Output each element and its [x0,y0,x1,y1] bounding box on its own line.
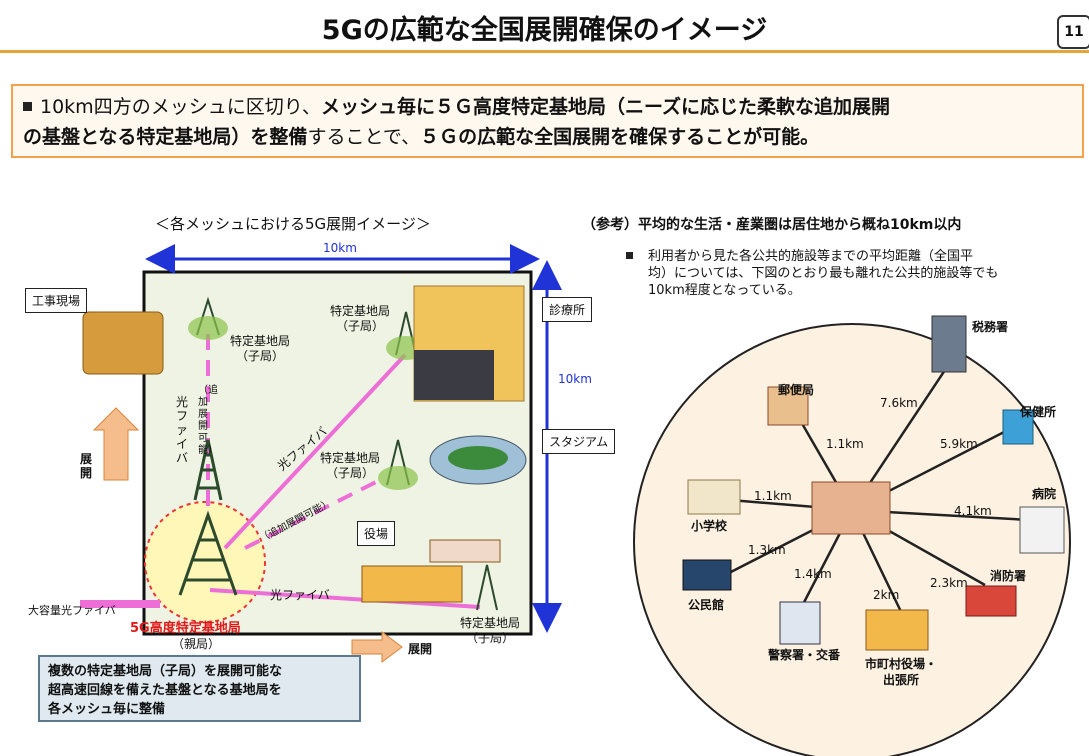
width-label: 10km [323,241,357,255]
child-station-3: 特定基地局（子局） [310,451,390,481]
summary-text-3: の基盤となる特定基地局）を整備 [23,126,308,148]
expand-up-arrow [92,407,140,481]
facility-post-office: 郵便局 [778,383,815,397]
stadium-field [448,446,508,470]
parent-station-label: 5G高度特定基地局 [130,621,241,636]
square-bullet-icon [23,102,32,111]
child-station-4-sub: （子局） [465,631,514,645]
child-station-3-sub: （子局） [325,466,374,480]
facility-police: 警察署・交番 [768,648,841,662]
distance-post-office: 1.1km [826,437,864,451]
mesh-diagram-title: ＜各メッシュにおける5G展開イメージ＞ [155,215,431,233]
child-station-3-label: 特定基地局 [319,451,380,465]
summary-text-4: することで、 [307,126,421,148]
distance-fire-station: 2.3km [930,576,968,590]
note-bullet-icon [626,252,633,259]
facility-city-hall-line1: 市町村役場・ [864,657,937,671]
child-station-4: 特定基地局（子局） [450,616,530,646]
expand-horizontal-label: 展開 [408,642,433,656]
health-center-image [1002,409,1034,445]
height-label: 10km [558,372,592,386]
construction-machines-image [82,311,164,375]
facility-hospital: 病院 [1032,487,1057,501]
distance-hospital: 4.1km [954,504,992,518]
fiber-to-clinic [223,353,407,550]
facility-school: 小学校 [691,519,728,533]
callout-line-2: 超高速回線を備えた基盤となる基地局を [48,683,282,698]
police-image [779,601,821,645]
callout-line-1: 複数の特定基地局（子局）を展開可能な [48,664,283,679]
summary-text-2: メッシュ毎に５Ｇ高度特定基地局（ニーズに応じた柔軟な追加展開 [320,96,890,118]
parent-station-sub: （親局） [172,637,221,651]
child-station-4-label: 特定基地局 [459,616,520,630]
post-office-image [767,386,809,426]
note-line-3: 10km程度となっている。 [648,283,801,298]
facility-city-hall-line2: 出張所 [882,673,919,687]
facility-community-hall: 公民館 [688,598,725,612]
hospital-image [1019,506,1065,554]
fiber-label-horizontal: 光ファイバ [270,588,330,602]
facility-city-hall: 市町村役場・出張所 [862,656,940,688]
page-title: 5Gの広範な全国展開確保のイメージ [321,15,768,46]
summary-box: 10km四方のメッシュに区切り、メッシュ毎に５Ｇ高度特定基地局（ニーズに応じた柔… [11,84,1084,158]
additional-note-vertical: （追加展開可能） [198,385,218,456]
coverage-ellipse [378,466,418,490]
expand-vertical-label: 展開 [80,452,93,480]
child-station-2-sub: （子局） [335,319,384,333]
tower-mast [476,564,498,611]
title-underline [0,50,1089,53]
child-station-1: 特定基地局（子局） [220,334,300,364]
fiber-to-townhall [209,588,481,609]
city-hall-image [865,609,929,651]
distance-police: 1.4km [794,567,832,581]
expand-right-arrow [351,631,403,663]
fire-station-image [965,585,1017,617]
summary-text-1: 10km四方のメッシュに区切り、 [40,96,321,118]
child-station-1-label: 特定基地局 [229,334,290,348]
living-area-circle [633,323,1071,756]
reference-title: （参考）平均的な生活・産業圏は居住地から概ね10km以内 [582,217,962,233]
note-line-1: 利用者から見た各公共的施設等までの平均距離（全国平 [648,249,974,264]
town-hall-image [361,565,463,603]
houses-image [429,539,501,563]
construction-site-label: 工事現場 [25,288,88,313]
summary-text-5: ５Ｇの広範な全国展開を確保することが可能。 [420,126,820,148]
clinic-label: 診療所 [542,297,593,322]
tax-office-image [931,315,967,373]
distance-tax-office: 7.6km [880,396,918,410]
note-line-2: 均）については、下図のとおり最も離れた公共的施設等でも [648,266,999,281]
stadium-label: スタジアム [542,429,616,454]
facility-health-center: 保健所 [1020,405,1057,419]
page-number-badge: 11 [1057,15,1089,49]
facility-fire-station: 消防署 [990,569,1027,583]
parent-station-callout: 複数の特定基地局（子局）を展開可能な 超高速回線を備えた基盤となる基地局を 各メ… [38,655,361,722]
facility-tax-office: 税務署 [972,320,1009,334]
coverage-ellipse [188,316,228,340]
child-station-1-sub: （子局） [235,349,284,363]
tower-mast [193,439,223,501]
town-hall-label: 役場 [357,521,396,546]
distance-school: 1.1km [754,489,792,503]
community-hall-image [682,559,732,591]
school-image [687,479,741,515]
callout-line-3: 各メッシュ毎に整備 [48,702,166,717]
distance-city-hall: 2km [873,588,900,602]
tower-mast [178,510,238,596]
child-station-2-label: 特定基地局 [329,304,390,318]
distance-health-center: 5.9km [940,437,978,451]
large-fiber-label: 大容量光ファイバ [28,604,116,617]
residence-image [811,481,891,535]
child-station-2: 特定基地局（子局） [320,304,400,334]
reference-note: 利用者から見た各公共的施設等までの平均距離（全国平 均）については、下図のとおり… [626,248,1073,299]
distance-community-hall: 1.3km [748,543,786,557]
fiber-label-vertical: 光ファイバ [176,395,189,465]
clinic-room-image [414,350,494,400]
